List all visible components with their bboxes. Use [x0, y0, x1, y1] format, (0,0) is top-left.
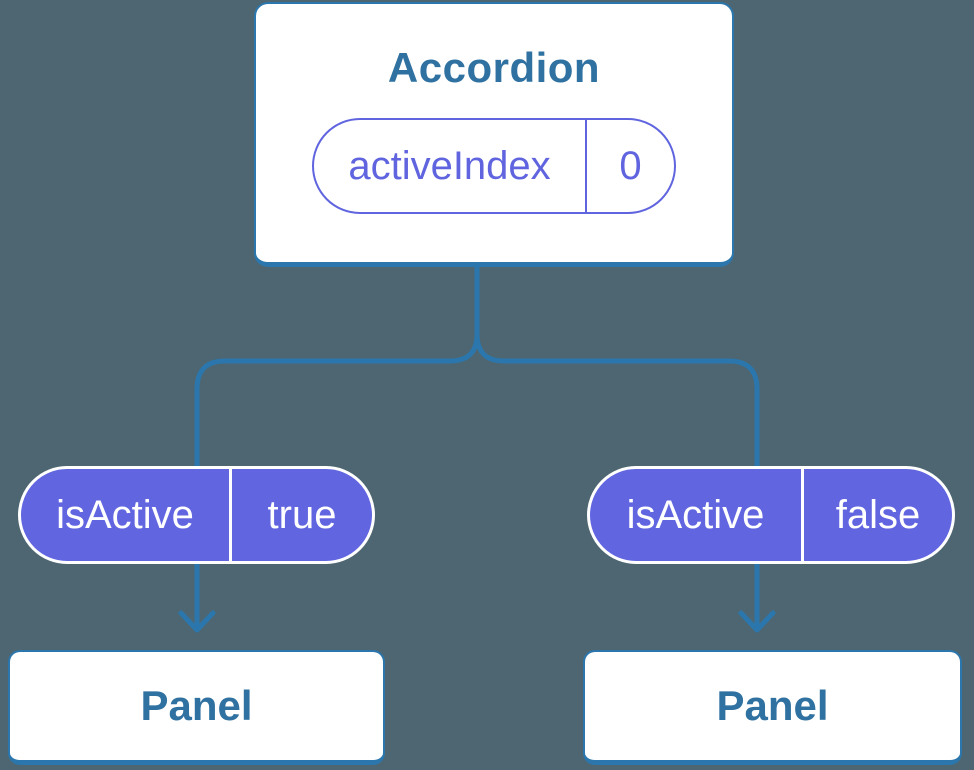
prop-pill-right: isActive false	[587, 466, 955, 564]
prop-left-name: isActive	[21, 469, 232, 561]
arrowhead-right-icon	[738, 610, 776, 633]
accordion-node: Accordion activeIndex 0	[254, 2, 734, 267]
panel-node-right: Panel	[583, 650, 962, 765]
panel-left-label: Panel	[140, 682, 253, 729]
state-value: 0	[619, 143, 642, 188]
state-pill: activeIndex 0	[312, 118, 676, 214]
connector-branch-right	[474, 333, 760, 629]
state-name: activeIndex	[314, 120, 587, 212]
arrowhead-left-icon	[178, 610, 216, 633]
prop-right-value: false	[835, 492, 921, 537]
connector-branch-left	[194, 263, 480, 629]
panel-node-left: Panel	[8, 650, 385, 765]
prop-pill-left: isActive true	[18, 466, 375, 564]
accordion-title: Accordion	[387, 44, 601, 91]
prop-left-value: true	[267, 492, 337, 537]
panel-right-label: Panel	[716, 682, 829, 729]
prop-right-name: isActive	[590, 469, 804, 561]
